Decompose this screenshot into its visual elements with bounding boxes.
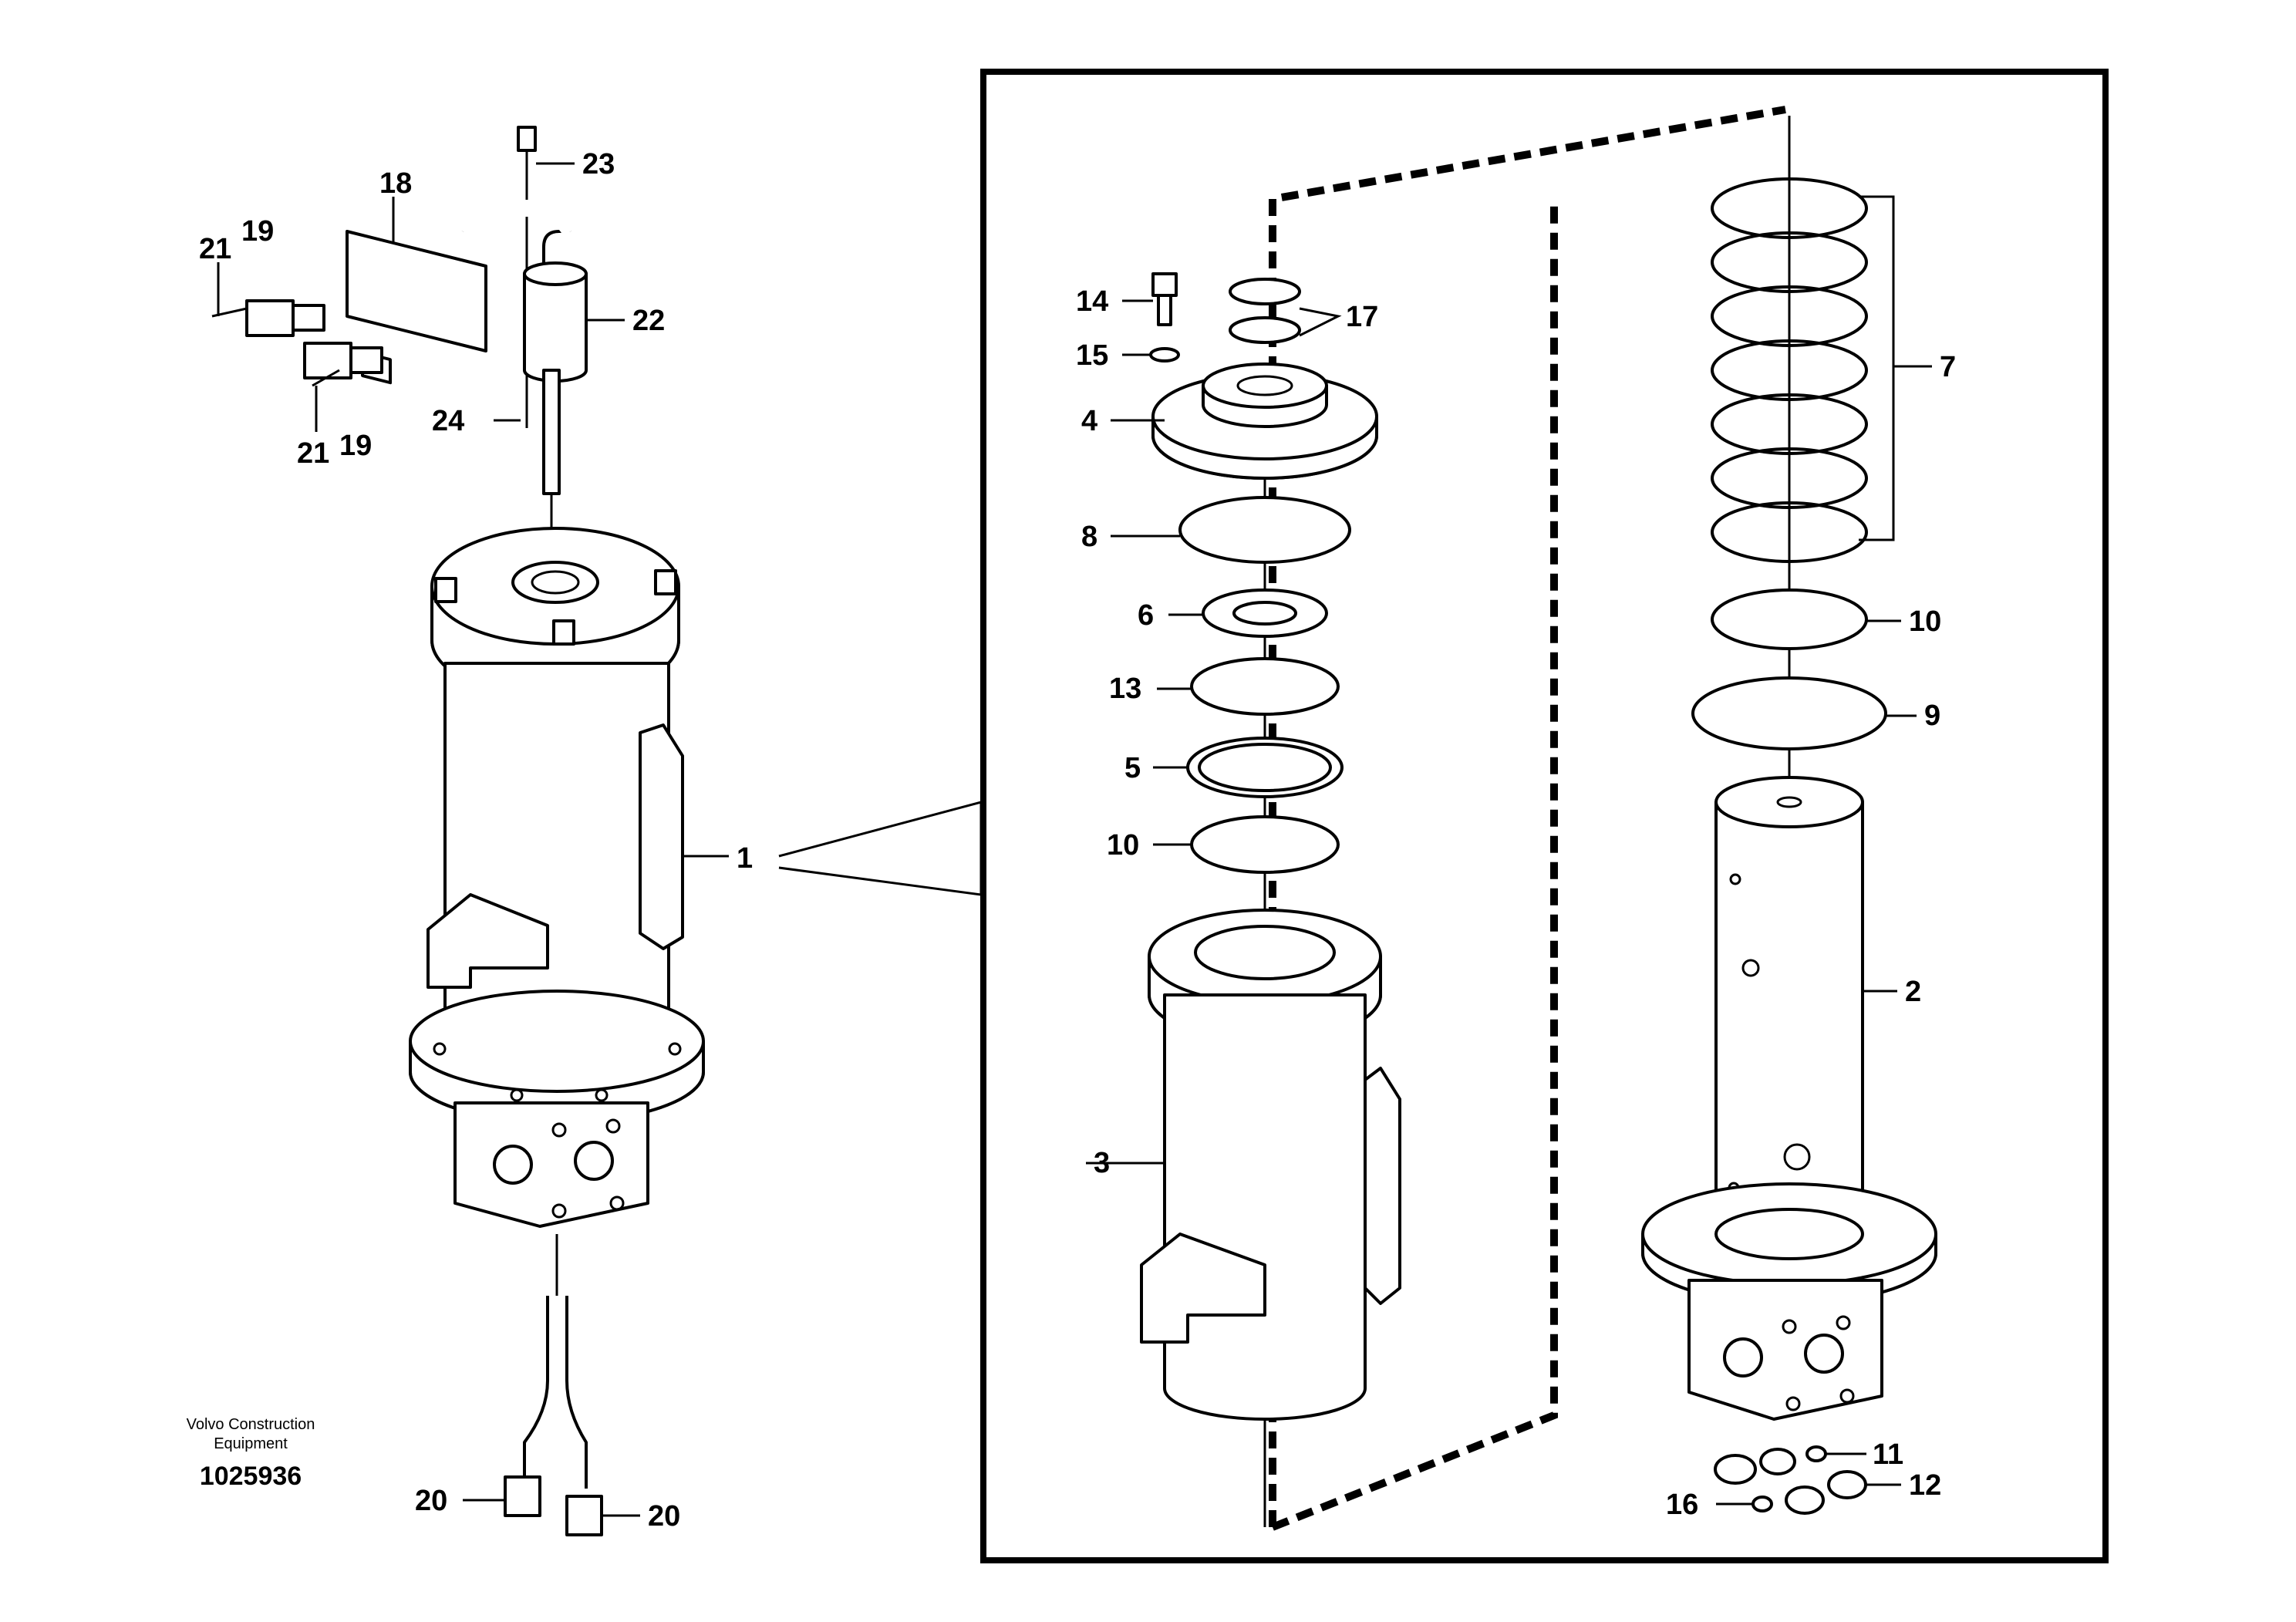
callout-numbers: 1 2 3 4 5 6 7 8 9 10 10 11 12 13 14 15 1… <box>199 148 1956 1533</box>
callout-22: 22 <box>632 305 665 337</box>
callout-8: 8 <box>1081 521 1097 553</box>
detail-frame <box>980 69 2109 1563</box>
drawing-number: 1025936 <box>200 1462 302 1491</box>
callout-10-left: 10 <box>1107 829 1139 862</box>
callout-19-bottom: 19 <box>339 430 372 462</box>
callout-20-left: 20 <box>415 1485 447 1517</box>
callout-5: 5 <box>1124 752 1141 784</box>
callout-20-right: 20 <box>648 1500 680 1533</box>
callout-11: 11 <box>1873 1438 1903 1471</box>
exploded-right-stack <box>1641 116 1937 1515</box>
callout-19-top: 19 <box>241 215 274 248</box>
callout-13: 13 <box>1109 673 1141 705</box>
drawing-caption: Volvo Construction Equipment 1025936 <box>187 1416 315 1491</box>
brand-line-1: Volvo Construction <box>187 1416 315 1433</box>
callout-10-right: 10 <box>1909 605 1941 638</box>
brand-line-2: Equipment <box>214 1435 288 1452</box>
callout-12: 12 <box>1909 1469 1941 1502</box>
callout-21-bottom: 21 <box>297 437 329 470</box>
callout-1: 1 <box>737 842 753 875</box>
callout-4: 4 <box>1081 405 1097 437</box>
callout-2: 2 <box>1905 976 1921 1008</box>
callout-16: 16 <box>1666 1489 1698 1521</box>
section-divider <box>1269 106 1786 1531</box>
callout-18: 18 <box>379 167 412 200</box>
callout-7: 7 <box>1940 351 1956 383</box>
callout-23: 23 <box>582 148 615 180</box>
callout-15: 15 <box>1076 339 1108 372</box>
swivel-joint-assembly <box>211 126 705 1536</box>
callout-3: 3 <box>1094 1147 1110 1179</box>
callout-21-top: 21 <box>199 233 231 265</box>
right-leader-lines <box>1086 195 1932 1506</box>
callout-24: 24 <box>432 405 464 437</box>
exploded-left-stack <box>1140 272 1401 1527</box>
callout-6: 6 <box>1138 599 1154 632</box>
callout-14: 14 <box>1076 285 1108 318</box>
callout-17: 17 <box>1346 301 1378 333</box>
callout-9: 9 <box>1924 700 1940 732</box>
